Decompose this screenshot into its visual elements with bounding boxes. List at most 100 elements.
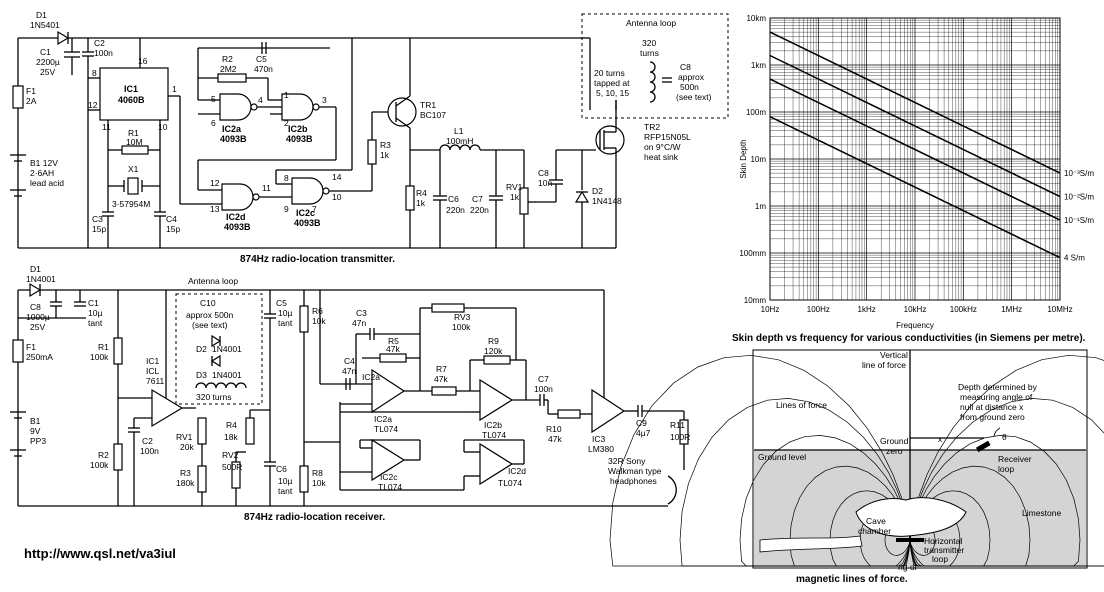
- rx-ic2b-part: TL074: [482, 430, 506, 440]
- rx-ic2d-label: IC2d: [508, 466, 526, 476]
- rx-c8-value: 1000µ: [26, 312, 50, 322]
- transmitter-label-2: transmitter: [924, 545, 964, 555]
- rx-r3: [197, 465, 207, 493]
- receiver-schematic: D1 1N4001 C8 1000µ 25V C1 10µ tant F1 25…: [10, 264, 690, 523]
- rx-ic2d-opamp: [479, 442, 514, 486]
- distance-x-label: x: [938, 434, 943, 444]
- depth-note-2: measuring angle of: [960, 392, 1033, 402]
- rx-ic3-label: IC3: [592, 434, 606, 444]
- rx-c5-type: tant: [278, 318, 293, 328]
- chart-y-tick-label: 10mm: [744, 296, 767, 305]
- rx-r7-value: 47k: [434, 374, 448, 384]
- tx-d1-label: D1: [36, 10, 47, 20]
- rx-phones-line1: 32R Sony: [608, 456, 646, 466]
- tx-ic2c-label: IC2c: [296, 208, 315, 218]
- receiver-loop: [975, 440, 991, 453]
- rx-ic2a-label-b: IC2a: [374, 414, 392, 424]
- rx-c5-value: 10µ: [278, 308, 292, 318]
- tx-c8-approx: approx: [678, 72, 705, 82]
- tx-x1-crystal: [127, 177, 139, 195]
- rx-r1-label: R1: [98, 342, 109, 352]
- rx-r9-label: R9: [488, 336, 499, 346]
- rx-ic1-part2: 7611: [146, 376, 165, 386]
- rx-ic2d-part: TL074: [498, 478, 522, 488]
- tx-pin-1b: 1: [284, 90, 289, 100]
- chart-y-tick-label: 1km: [751, 61, 766, 70]
- rx-rv1-label: RV1: [176, 432, 193, 442]
- rx-c8-voltage: 25V: [30, 322, 45, 332]
- rx-r10-value: 47k: [548, 434, 562, 444]
- tx-r2: [217, 73, 247, 83]
- rx-antenna-loop-box: [175, 293, 263, 405]
- tx-antenna-title: Antenna loop: [626, 18, 676, 28]
- vertical-label: Vertical: [880, 350, 908, 360]
- chart-x-tick-label: 10MHz: [1047, 305, 1072, 314]
- chart-series-label: 10⁻²S/m: [1064, 193, 1094, 202]
- tx-c3-label: C3: [92, 214, 103, 224]
- rx-rv3-label: RV3: [454, 312, 471, 322]
- vertical-label-2: line of force: [862, 360, 906, 370]
- skin-chart-caption: Skin depth vs frequency for various cond…: [732, 333, 1086, 344]
- rx-rv2-label: RV2: [222, 450, 239, 460]
- tx-r1-value: 10M: [126, 137, 143, 147]
- cave-label-2: chamber: [858, 526, 891, 536]
- rx-r9-value: 120k: [484, 346, 503, 356]
- tx-ic2c-gate: [291, 177, 324, 205]
- tx-b1-type: lead acid: [30, 178, 64, 188]
- tx-antenna-tap2: tapped at: [594, 78, 630, 88]
- rx-r4-label: R4: [226, 420, 237, 430]
- chart-x-tick-label: 1kHz: [858, 305, 876, 314]
- tx-rv1-label: RV1: [506, 182, 523, 192]
- depth-note-4: from ground zero: [960, 412, 1025, 422]
- rx-r10: [557, 409, 581, 419]
- rx-c7-value: 100n: [534, 384, 553, 394]
- chart-x-tick-label: 100kHz: [950, 305, 977, 314]
- chart-series-line: [769, 78, 1061, 221]
- rx-c7-label: C7: [538, 374, 549, 384]
- rx-ic3-part: LM380: [588, 444, 614, 454]
- tx-c7-value: 220n: [470, 205, 489, 215]
- tx-c8-value: 500n: [680, 82, 699, 92]
- tx-c5-label: C5: [256, 54, 267, 64]
- tx-d1-value: 1N5401: [30, 20, 60, 30]
- tx-pin-11: 11: [102, 122, 111, 132]
- chart-x-tick-label: 10Hz: [761, 305, 780, 314]
- rx-c1-type: tant: [88, 318, 103, 328]
- tx-c1-label: C1: [40, 47, 51, 57]
- tx-ic2b-part: 4093B: [286, 134, 313, 144]
- field-line: [609, 354, 911, 567]
- rx-c2-label: C2: [142, 436, 153, 446]
- rx-r6-label: R6: [312, 306, 323, 316]
- rx-r7-label: R7: [436, 364, 447, 374]
- rx-d2-diode: [211, 334, 222, 348]
- tx-ic2a-part: 4093B: [220, 134, 247, 144]
- tx-tr2-part: RFP15N05L: [644, 132, 691, 142]
- tx-ic2d-gate: [221, 183, 254, 211]
- tx-r1-label: R1: [128, 128, 139, 138]
- tx-caption: 874Hz radio-location transmitter.: [240, 254, 395, 265]
- transmitter-label-3: loop: [932, 554, 948, 564]
- rx-b1-label: B1: [30, 416, 41, 426]
- tx-pin-13: 13: [210, 204, 220, 214]
- tx-f1-label: F1: [26, 86, 36, 96]
- rx-phones-line2: Walkman type: [608, 466, 662, 476]
- tx-pin-8: 8: [92, 68, 97, 78]
- tx-x1-value: 3·57954M: [112, 199, 150, 209]
- tx-pin-12: 12: [88, 100, 98, 110]
- cave-passage: [759, 535, 863, 553]
- chart-y-tick-label: 1m: [755, 202, 766, 211]
- limestone-label: Limestone: [1022, 508, 1061, 518]
- chart-y-axis-label: Skin Depth: [739, 139, 748, 178]
- tx-pin-14: 14: [332, 172, 342, 182]
- rx-ic1-part1: ICL: [146, 366, 160, 376]
- tx-r2-value: 2M2: [220, 64, 237, 74]
- rx-ic1-label: IC1: [146, 356, 160, 366]
- rx-c6-type: tant: [278, 486, 293, 496]
- tx-ic2a-gate: [219, 93, 252, 121]
- source-url[interactable]: http://www.qsl.net/va3iul: [24, 546, 176, 561]
- chart-x-tick-label: 1MHz: [1001, 305, 1022, 314]
- rx-d1-diode: [29, 282, 42, 298]
- rx-ic2a-opamp: [371, 368, 406, 414]
- tx-pin-10b: 10: [332, 192, 342, 202]
- tx-c8b-value: 10n: [538, 178, 552, 188]
